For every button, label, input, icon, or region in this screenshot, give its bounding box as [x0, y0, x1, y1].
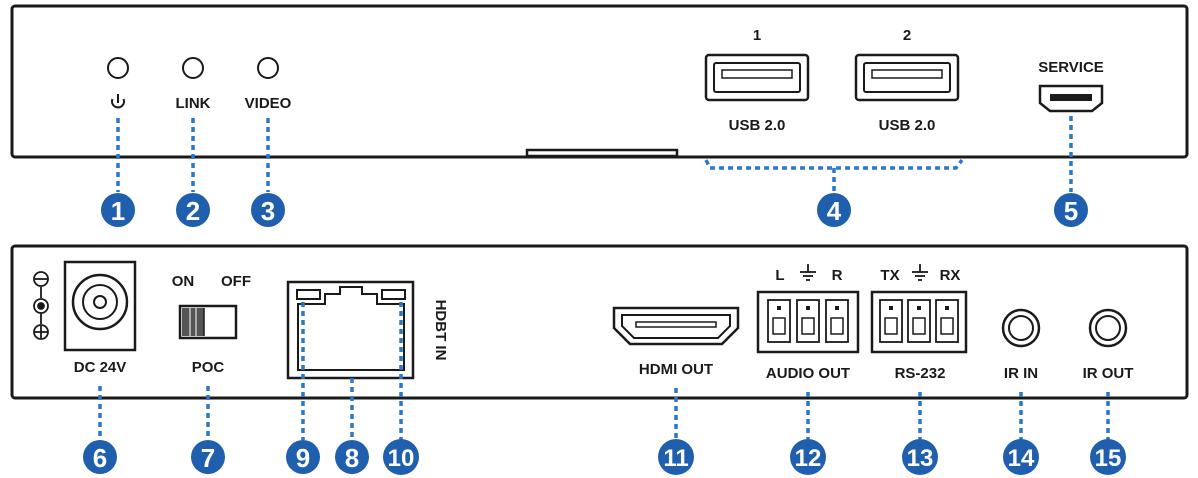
usb2-port	[854, 53, 960, 102]
power-led	[107, 57, 129, 79]
svg-text:9: 9	[296, 443, 310, 473]
callout-2: 2	[176, 193, 210, 227]
front-callouts: 1 2 3 4 5	[101, 193, 1088, 227]
audio-r-label: R	[832, 267, 843, 284]
hdbt-led-right	[381, 289, 406, 300]
dc-label: DC 24V	[74, 359, 127, 376]
dc-jack	[63, 260, 137, 352]
hdmi-port	[612, 306, 740, 346]
rear-callouts: 6 7 9 8 10 11 12 13	[83, 439, 1126, 475]
callout-10: 10	[383, 439, 419, 475]
rs232-label: RS-232	[895, 365, 946, 382]
front-panel-tab	[525, 148, 679, 158]
usb1-number: 1	[753, 27, 761, 44]
ir-out-jack	[1088, 308, 1128, 348]
switch-on-label: ON	[172, 273, 195, 290]
poc-label: POC	[192, 359, 225, 376]
audio-l-label: L	[775, 267, 784, 284]
hdbt-rj45-port	[286, 280, 415, 380]
ir-in-jack	[1001, 308, 1041, 348]
svg-text:4: 4	[827, 196, 842, 226]
link-led	[182, 57, 204, 79]
service-label: SERVICE	[1038, 59, 1104, 76]
front-panel: LINK VIDEO 1 2 USB 2.0 USB 2.0 SERVICE	[10, 4, 1189, 159]
usb2-number: 2	[903, 27, 911, 44]
callout-11: 11	[658, 439, 694, 475]
svg-text:5: 5	[1064, 196, 1078, 226]
svg-text:14: 14	[1008, 445, 1035, 472]
front-panel-body	[10, 4, 1189, 159]
svg-text:6: 6	[93, 443, 107, 473]
video-led	[257, 57, 279, 79]
usb1-label: USB 2.0	[729, 117, 786, 134]
hdbt-led-left	[296, 289, 321, 300]
callout-7: 7	[191, 440, 225, 474]
callout-4: 4	[817, 193, 851, 227]
callout-8: 8	[335, 440, 369, 474]
callout-15: 15	[1090, 439, 1126, 475]
callout-13: 13	[902, 439, 938, 475]
svg-text:7: 7	[201, 443, 215, 473]
rs232-terminal-block	[870, 290, 968, 354]
power-icon	[111, 94, 125, 109]
callout-6: 6	[83, 440, 117, 474]
front-leaders	[116, 116, 1073, 192]
service-port	[1038, 84, 1104, 113]
svg-text:3: 3	[261, 196, 275, 226]
usb2-label: USB 2.0	[879, 117, 936, 134]
rs232-tx-label: TX	[880, 267, 899, 284]
video-label: VIDEO	[245, 95, 292, 112]
audio-terminal-block	[756, 290, 860, 354]
poc-switch	[178, 304, 238, 340]
ir-in-label: IR IN	[1004, 365, 1038, 382]
callout-12: 12	[790, 439, 826, 475]
link-label: LINK	[176, 95, 211, 112]
callout-5: 5	[1054, 193, 1088, 227]
hdmi-label: HDMI OUT	[639, 361, 713, 378]
callout-14: 14	[1003, 439, 1039, 475]
svg-text:13: 13	[907, 445, 934, 472]
svg-text:12: 12	[795, 445, 822, 472]
callout-9: 9	[286, 440, 320, 474]
rs232-rx-label: RX	[940, 267, 961, 284]
svg-text:8: 8	[345, 443, 359, 473]
callout-1: 1	[101, 193, 135, 227]
audio-label: AUDIO OUT	[766, 365, 850, 382]
callout-3: 3	[251, 193, 285, 227]
ir-out-label: IR OUT	[1083, 365, 1134, 382]
svg-text:15: 15	[1095, 445, 1122, 472]
svg-text:1: 1	[111, 196, 125, 226]
ground-icon	[800, 264, 816, 281]
svg-text:10: 10	[388, 445, 415, 472]
switch-off-label: OFF	[221, 273, 251, 290]
rear-leaders	[98, 302, 1110, 440]
svg-text:11: 11	[663, 445, 688, 472]
ground-icon-rs232	[912, 264, 928, 281]
polarity-icon	[33, 271, 49, 340]
rear-panel: DC 24V ON OFF POC HDBT IN HDMI OUT L	[10, 244, 1189, 400]
hdbt-label: HDBT IN	[432, 300, 449, 361]
svg-text:2: 2	[186, 196, 200, 226]
usb1-port	[704, 53, 810, 102]
